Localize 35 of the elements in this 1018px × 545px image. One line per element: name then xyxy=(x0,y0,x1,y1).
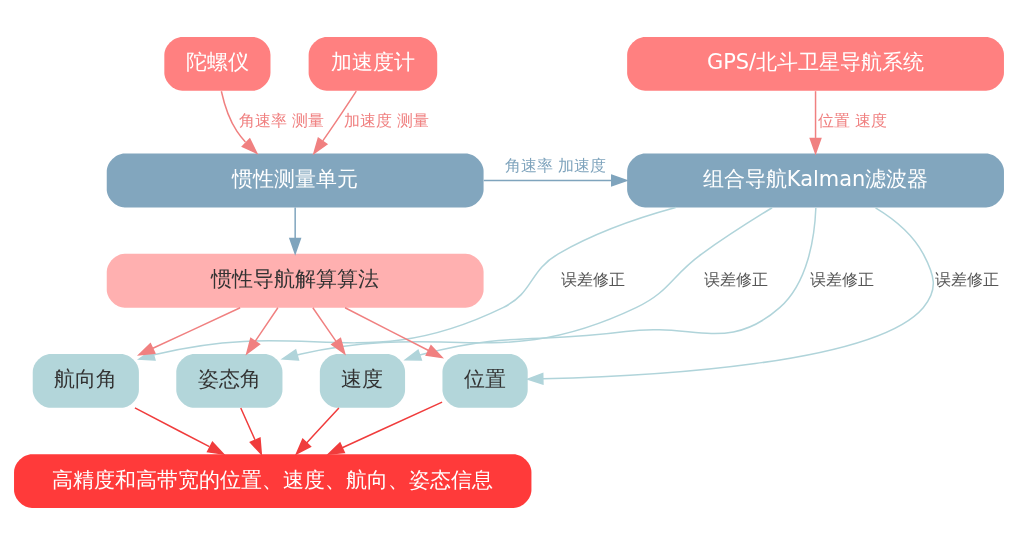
arrow xyxy=(288,206,302,256)
arrow xyxy=(312,90,358,156)
edge-label: 误差修正 xyxy=(560,269,625,289)
edge-label: 加速度 测量 xyxy=(343,111,429,131)
arrow xyxy=(280,207,773,361)
node-box: 姿态角 xyxy=(176,354,283,408)
node-box: 陀螺仪 xyxy=(164,37,271,91)
edge-label: 角速率 测量 xyxy=(239,111,325,131)
node-box: GPS/北斗卫星导航系统 xyxy=(627,37,1004,91)
arrow xyxy=(809,90,822,156)
node-box: 位置 xyxy=(442,354,528,408)
arrow xyxy=(220,90,259,155)
arrow xyxy=(483,174,629,187)
node-box: 速度 xyxy=(319,354,406,408)
node-box: 惯性测量单元 xyxy=(106,153,484,208)
node-box: 加速度计 xyxy=(308,37,438,91)
arrow xyxy=(134,407,226,455)
edge-label: 误差修正 xyxy=(934,269,999,289)
node-box: 高精度和高带宽的位置、速度、航向、姿态信息 xyxy=(14,454,532,508)
arrow xyxy=(403,207,817,361)
arrow xyxy=(312,307,346,356)
arrow xyxy=(344,307,444,359)
edge-label: 角速率 加速度 xyxy=(504,156,606,176)
edge-label: 位置 速度 xyxy=(817,111,887,131)
edge-label: 误差修正 xyxy=(704,269,769,289)
arrow xyxy=(294,407,340,456)
edge-label: 误差修正 xyxy=(810,269,875,289)
node-box: 组合导航Kalman滤波器 xyxy=(627,153,1004,208)
node-box: 惯性导航解算算法 xyxy=(106,253,484,308)
arrow xyxy=(245,307,279,356)
arrow xyxy=(525,207,934,386)
node-box: 航向角 xyxy=(32,354,139,408)
arrow xyxy=(326,401,443,455)
arrow xyxy=(240,407,263,456)
arrow xyxy=(136,307,241,356)
